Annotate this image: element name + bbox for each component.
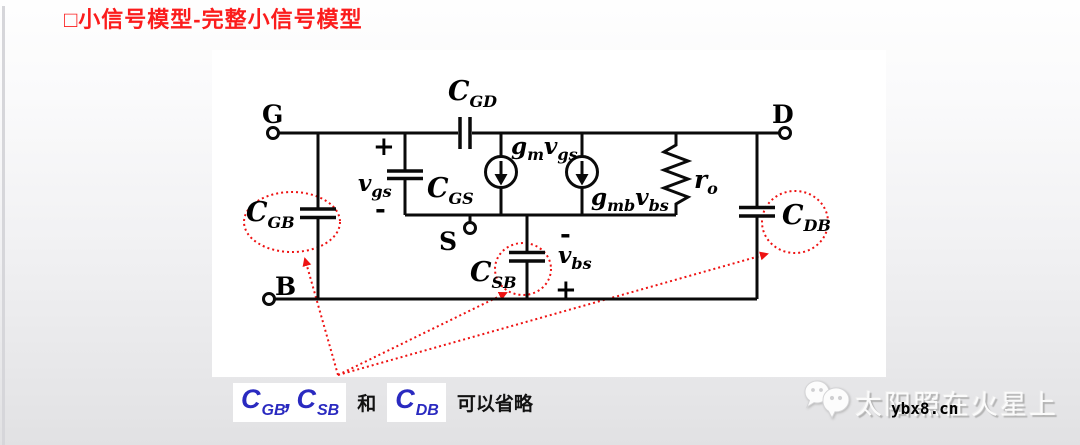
annotation-arrow-cgb bbox=[302, 257, 339, 376]
circuit-components bbox=[262, 117, 792, 306]
ro-label: ro bbox=[694, 165, 718, 198]
wechat-icon bbox=[804, 380, 850, 420]
gm-current-source bbox=[484, 155, 518, 189]
cgs-label: CGS bbox=[427, 173, 474, 208]
left-edge-line bbox=[2, 6, 5, 445]
s-terminal-circle bbox=[463, 221, 477, 235]
highlight-ellipse-csb bbox=[494, 242, 552, 296]
annotation-arrow-cdb bbox=[337, 251, 769, 376]
drain-terminal-label: D bbox=[772, 100, 794, 129]
gmb-vbs-label: gmbvbs bbox=[591, 184, 669, 215]
watermark-name: 太阳照在火星上 bbox=[855, 390, 1058, 420]
body-terminal-label: B bbox=[275, 272, 296, 301]
cgd-label: CGD bbox=[448, 76, 497, 111]
circuit-wires bbox=[274, 131, 780, 301]
cdb-capacitor bbox=[739, 205, 775, 218]
gmb-current-source bbox=[565, 155, 599, 189]
watermark-site: ybx8.cn bbox=[891, 399, 959, 418]
cgd-capacitor bbox=[458, 117, 472, 149]
caption-highlight-cgb-csb: CGB, CSB bbox=[233, 383, 347, 423]
cgb-label: CGB bbox=[246, 197, 295, 232]
highlight-ellipse-cdb bbox=[761, 190, 829, 254]
g-terminal-circle bbox=[266, 126, 280, 140]
caption-cgb: C bbox=[241, 384, 261, 414]
cgb-capacitor bbox=[300, 207, 336, 220]
ro-resistor bbox=[659, 133, 693, 215]
vbs-minus-sign: - bbox=[560, 220, 571, 250]
caption-comma: , bbox=[284, 384, 293, 414]
cgs-capacitor bbox=[387, 169, 423, 181]
csb-label: CSB bbox=[470, 257, 517, 292]
vgs-label: vgs bbox=[358, 170, 392, 201]
caption-and: 和 bbox=[357, 394, 377, 416]
gm-vgs-label: gmvgs bbox=[511, 133, 578, 164]
red-annotations bbox=[243, 190, 829, 376]
cdb-label: CDB bbox=[782, 200, 831, 235]
b-terminal-circle bbox=[262, 292, 276, 306]
page-title: □小信号模型-完整小信号模型 bbox=[64, 7, 363, 32]
vbs-label: vbs bbox=[558, 242, 592, 273]
d-terminal-circle bbox=[778, 126, 792, 140]
vbs-plus-sign: + bbox=[555, 275, 577, 305]
caption-highlight-cdb: CDB bbox=[387, 383, 446, 423]
annotation-arrow-csb bbox=[337, 292, 508, 376]
circuit-labels: G D S B CGD CGS CGB CSB CDB gmvgs gmbvbs… bbox=[246, 76, 831, 305]
vgs-plus-sign: + bbox=[373, 132, 395, 162]
caption-suffix: 可以省略 bbox=[456, 394, 533, 416]
vgs-minus-sign: - bbox=[375, 195, 386, 225]
caption-csb: C bbox=[296, 384, 316, 414]
gate-terminal-label: G bbox=[262, 100, 283, 129]
caption: CGB, CSB 和 CDB 可以省略 bbox=[233, 383, 533, 423]
csb-capacitor bbox=[509, 250, 545, 263]
caption-cdb: C bbox=[395, 384, 415, 414]
source-terminal-label: S bbox=[439, 227, 457, 256]
highlight-ellipse-cgb bbox=[243, 191, 341, 253]
